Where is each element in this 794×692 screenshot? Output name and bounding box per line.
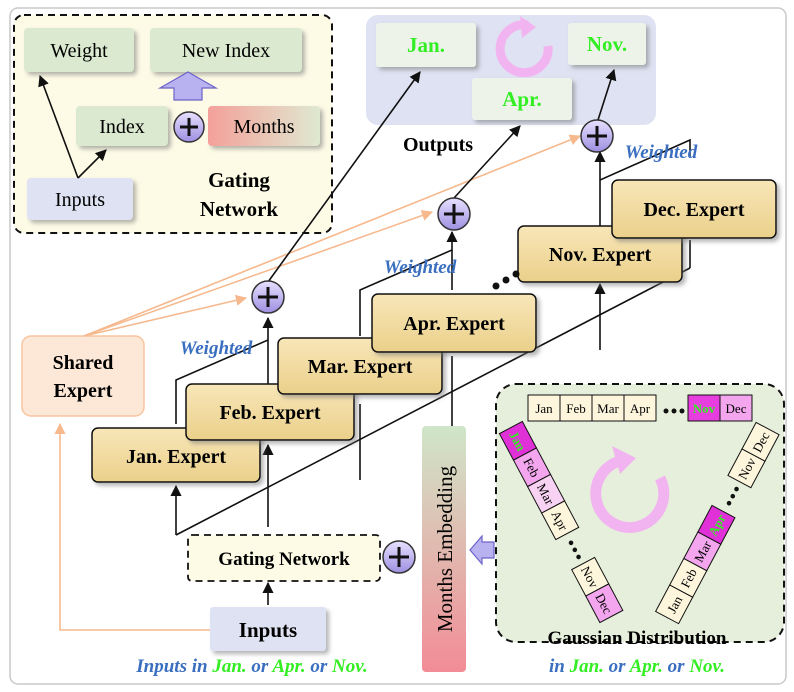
weighted-label-2: Weighted xyxy=(384,257,457,278)
outputs-label: Outputs xyxy=(403,134,473,156)
inputs-box xyxy=(210,607,326,651)
shared-expert-box xyxy=(21,335,145,417)
expert-apr xyxy=(371,293,537,353)
output-nov: Nov. xyxy=(587,32,627,56)
inset-title-line2: Network xyxy=(200,197,278,221)
inset-index-box xyxy=(76,106,168,146)
plus-node-gating xyxy=(382,540,416,574)
inset-index-label: Index xyxy=(99,116,145,138)
outputs-panel: Jan. Apr. Nov. xyxy=(366,15,656,125)
expert-feb xyxy=(185,383,355,441)
cycle-icon xyxy=(495,16,553,78)
top-row-feb: Feb xyxy=(566,401,586,416)
weighted-label-1: Weighted xyxy=(180,338,253,359)
inset-title-line1: Gating xyxy=(208,168,270,192)
output-apr: Apr. xyxy=(502,87,542,111)
expert-jan xyxy=(91,427,261,483)
top-row-jan: Jan xyxy=(535,401,553,416)
expert-ellipsis xyxy=(492,270,520,290)
expert-jan-label: Jan. Expert xyxy=(126,446,226,468)
inset-weight-box xyxy=(24,28,134,72)
plus-node-1 xyxy=(251,280,285,314)
gating-inset: Weight New Index Index Months Inputs Gat… xyxy=(13,14,333,234)
caption-left-a: Jan. xyxy=(211,656,246,677)
top-row-apr: Apr xyxy=(630,401,651,416)
experts: Jan. Expert Feb. Expert Mar. Expert Apr.… xyxy=(91,179,777,483)
inset-inputs-label: Inputs xyxy=(55,189,105,211)
inset-new-index-label: New Index xyxy=(182,40,270,62)
caption-left-or1: or xyxy=(247,656,273,677)
shared-expert-arrows xyxy=(54,134,582,631)
months-embedding-label: Months Embedding xyxy=(433,465,457,632)
inputs-label: Inputs xyxy=(239,618,297,642)
caption-left-b: Apr. xyxy=(271,656,305,677)
caption-right-b: Apr. xyxy=(629,656,663,677)
gaussian-cycle-icon xyxy=(590,446,670,533)
inset-new-index-box xyxy=(150,28,302,72)
caption-right-or1: or xyxy=(604,656,630,677)
caption-right-c: Nov. xyxy=(688,656,725,677)
expert-apr-label: Apr. Expert xyxy=(403,313,505,335)
gaussian-title: Gaussian Distribution xyxy=(548,628,727,649)
left-arrow-icon xyxy=(469,534,495,566)
gaussian-panel: Jan Feb Mar Apr Nov Dec Jan Feb Mar Apr … xyxy=(495,383,785,649)
connector-lines xyxy=(170,68,691,605)
plus-node-2 xyxy=(437,197,471,231)
top-row-nov: Nov xyxy=(693,401,716,416)
weighted-label-3: Weighted xyxy=(625,142,698,163)
plus-node-3 xyxy=(580,119,614,153)
caption-right-or2: or xyxy=(663,656,689,677)
expert-nov xyxy=(517,225,683,283)
expert-feb-label: Feb. Expert xyxy=(219,402,320,424)
expert-dec-label: Dec. Expert xyxy=(643,199,744,221)
caption-left-c: Nov. xyxy=(331,656,368,677)
months-embedding-box xyxy=(422,426,466,672)
caption-right-a: Jan. xyxy=(569,656,604,677)
inset-months-box xyxy=(208,106,320,146)
caption-left-prefix: Inputs in xyxy=(135,656,212,677)
gating-network-box xyxy=(187,534,381,582)
caption-right: in Jan. or Apr. or Nov. xyxy=(549,656,725,677)
expert-mar-label: Mar. Expert xyxy=(308,356,413,378)
gating-network-label: Gating Network xyxy=(218,549,350,570)
caption-left-or2: or xyxy=(306,656,332,677)
inset-months-label: Months xyxy=(233,116,294,138)
caption-right-prefix: in xyxy=(549,656,570,677)
inset-inputs-box xyxy=(27,178,133,220)
inset-up-arrow xyxy=(157,71,219,101)
top-row-dec: Dec xyxy=(726,401,747,416)
shared-expert-line1: Shared xyxy=(53,352,114,374)
top-row-mar: Mar xyxy=(597,401,619,416)
inset-plus-icon xyxy=(173,111,205,143)
expert-dec xyxy=(611,179,777,239)
right-diag-jan: Jan xyxy=(664,593,686,616)
caption-left: Inputs in Jan. or Apr. or Nov. xyxy=(135,656,367,677)
output-jan: Jan. xyxy=(407,33,445,57)
inset-weight-label: Weight xyxy=(50,40,108,62)
expert-nov-label: Nov. Expert xyxy=(549,244,652,266)
shared-expert-line2: Expert xyxy=(54,380,113,402)
